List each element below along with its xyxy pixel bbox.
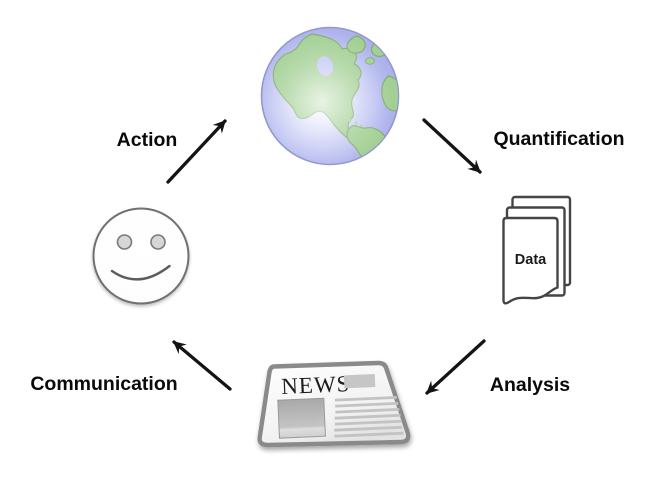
smiley-left-eye: [116, 234, 133, 250]
communication-label: Communication: [30, 373, 177, 395]
smiley-smile: [110, 264, 171, 281]
newspaper-text-lines: [334, 396, 404, 438]
analysis-label: Analysis: [490, 374, 570, 396]
data-page-front: [502, 216, 559, 305]
smiley-head: [92, 207, 190, 305]
action-label: Action: [117, 129, 178, 151]
cycle-arrows: [166, 118, 486, 395]
data-documents-icon: Data: [502, 195, 572, 305]
arrow-data-to-news: [425, 339, 486, 395]
newspaper-headline: NEWS: [281, 371, 351, 399]
arrow-person-to-world: [166, 119, 227, 184]
smiley-face-icon: [92, 207, 190, 305]
newspaper-masthead-block: [343, 373, 376, 389]
quantification-label: Quantification: [493, 128, 624, 150]
data-document-label: Data: [515, 252, 547, 268]
newspaper-photo-block: [277, 397, 326, 439]
arrow-news-to-person: [172, 340, 232, 391]
newspaper-icon: NEWS: [257, 360, 411, 448]
globe-landmasses: [262, 28, 398, 164]
globe-icon: [260, 26, 400, 166]
newspaper-content: NEWS: [277, 371, 404, 439]
arrow-world-to-data: [422, 118, 482, 174]
smiley-right-eye: [150, 234, 166, 250]
